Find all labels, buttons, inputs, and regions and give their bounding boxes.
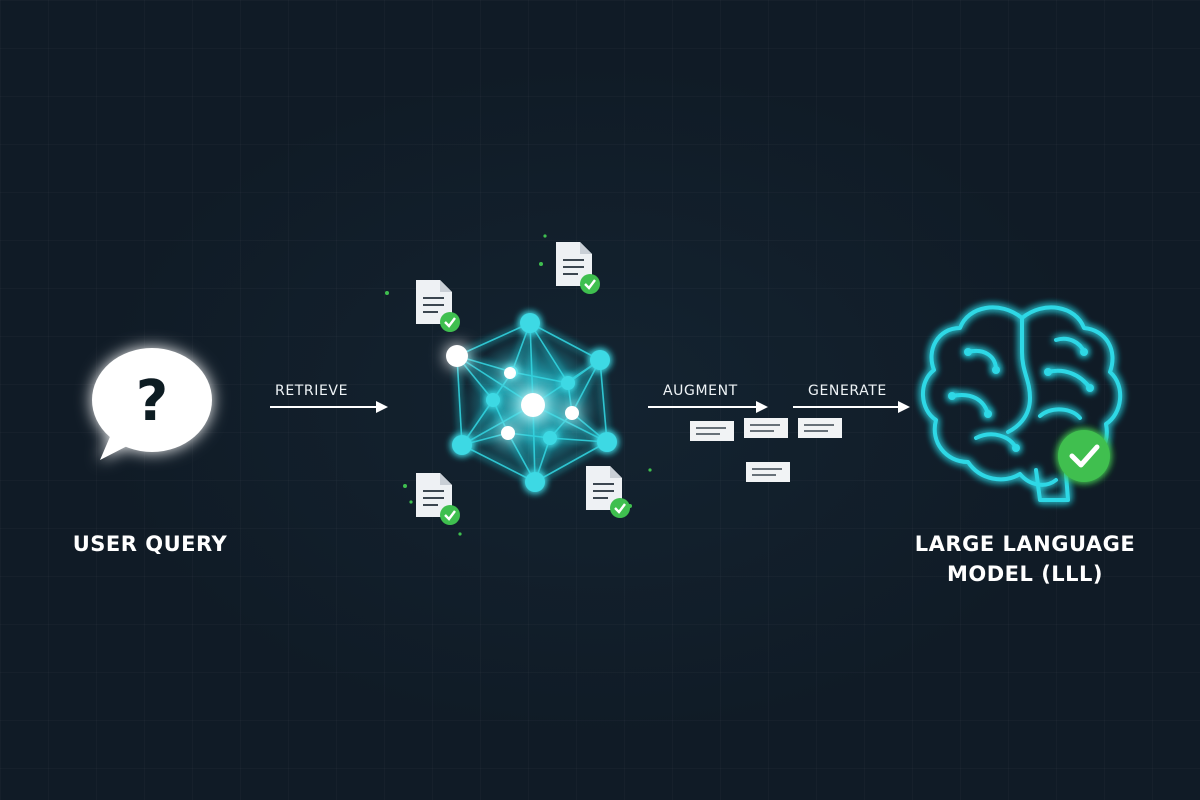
retrieve-arrow <box>270 401 388 413</box>
context-snippet-icon <box>798 418 842 438</box>
generate-step-label: GENERATE <box>808 383 887 399</box>
augment-step-label: AUGMENT <box>663 383 738 399</box>
document-check-icon <box>416 473 460 525</box>
context-snippet-icon <box>746 462 790 482</box>
sparkle-dots <box>385 234 652 536</box>
context-snippet-icon <box>744 418 788 438</box>
document-check-icon <box>556 242 600 294</box>
llm-label-line1: LARGE LANGUAGE <box>914 532 1136 556</box>
document-check-icon <box>416 280 460 332</box>
context-snippet-icon <box>690 421 734 441</box>
document-check-icon <box>586 466 630 518</box>
generate-arrow <box>793 401 910 413</box>
augment-arrow <box>648 401 768 413</box>
llm-label-line2: MODEL (LLL) <box>946 562 1104 586</box>
user-query-label: USER QUERY <box>72 532 228 556</box>
svg-text:?: ? <box>136 369 168 434</box>
speech-bubble-question-icon: ? <box>92 348 212 460</box>
knowledge-graph-icon <box>446 313 617 492</box>
brain-check-icon <box>920 305 1123 502</box>
retrieve-step-label: RETRIEVE <box>275 383 349 399</box>
